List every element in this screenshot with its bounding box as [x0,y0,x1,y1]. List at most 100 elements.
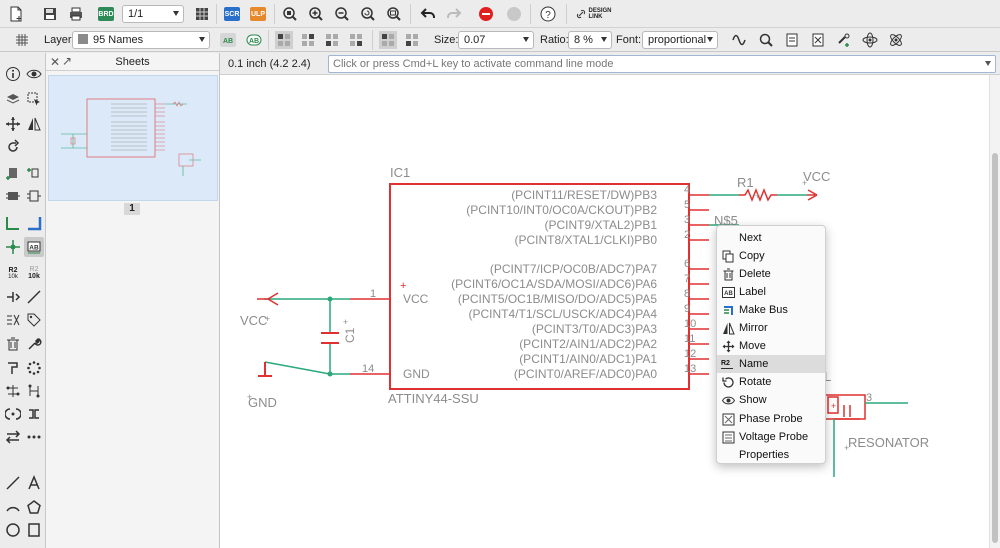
save-icon[interactable] [40,4,60,24]
schematic-canvas[interactable]: IC1 ATTINY44-SSU + (PCINT11/RESET/DW)PB3… [220,75,989,548]
board-switch-button[interactable]: BRD [96,4,116,24]
menu-item-rotate[interactable]: Rotate [717,373,825,391]
wire-icon[interactable] [3,213,23,233]
vertical-scrollbar[interactable] [989,75,1000,548]
menu-item-name[interactable]: R2 Name [717,355,825,373]
menu-item-next[interactable]: Next [717,229,825,247]
vertical-scrollbar-thumb[interactable] [992,153,998,543]
stop-icon[interactable] [476,4,496,24]
size-select[interactable]: 0.07 [458,31,534,49]
eye-icon[interactable] [24,64,44,84]
junction-icon[interactable] [3,237,23,257]
zoom-in-icon[interactable] [306,4,326,24]
rect-tool-icon[interactable] [24,520,44,540]
undock-icon[interactable]: ↗ [62,54,73,68]
anchor-bl-button[interactable] [322,30,342,50]
new-file-icon[interactable] [6,4,26,24]
anchor-br-button[interactable] [346,30,366,50]
font-select[interactable]: proportional [642,31,718,49]
attribute-icon[interactable] [3,310,23,330]
move-tool-icon[interactable] [3,114,23,134]
menu-item-make-bus[interactable]: Make Bus [717,301,825,319]
atom-icon[interactable] [860,30,880,50]
menu-item-phase-probe[interactable]: Phase Probe [717,410,825,428]
arc-tool-icon[interactable] [3,497,23,517]
hook-icon[interactable] [3,358,23,378]
align-grid-a-button[interactable] [378,30,398,50]
close-panel-icon[interactable]: ✕ [50,55,61,69]
tag-icon[interactable] [24,310,44,330]
netlist-icon[interactable] [808,30,828,50]
sine-icon[interactable] [730,30,750,50]
select-icon[interactable] [24,89,44,109]
command-line-input[interactable]: Click or press Cmd+L key to activate com… [328,55,996,73]
page-selector[interactable]: 1/1 [122,5,184,23]
probe-search-icon[interactable] [756,30,776,50]
layer-select[interactable]: 95 Names [72,31,210,49]
undo-icon[interactable] [418,4,438,24]
bus-icon[interactable] [24,213,44,233]
redo-icon[interactable] [444,4,464,24]
name-tool-icon[interactable]: R2 10k [3,263,23,283]
schematic-drawing[interactable]: IC1 ATTINY44-SSU + (PCINT11/RESET/DW)PB3… [220,75,989,548]
wrench-icon[interactable] [24,334,44,354]
dots-line-icon[interactable] [24,427,44,447]
sheet-thumbnail[interactable] [48,75,218,201]
menu-item-label[interactable]: AB Label [717,283,825,301]
line-tool-icon[interactable] [3,473,23,493]
align-center-button[interactable]: AB [244,30,264,50]
ic-pin-number: 11 [684,333,695,345]
trash-icon[interactable] [3,334,23,354]
ratio-select[interactable]: 8 % [568,31,612,49]
mirror-tool-icon[interactable] [24,114,44,134]
layers-icon[interactable] [3,89,23,109]
help-icon[interactable]: ? [538,4,558,24]
script-button[interactable]: SCR [222,4,242,24]
connect-a-icon[interactable] [3,404,23,424]
go-icon[interactable] [504,4,524,24]
arrows-icon[interactable] [3,427,23,447]
design-link-button[interactable]: DESIGN LINK [574,4,614,24]
menu-item-voltage-probe[interactable]: Voltage Probe [717,428,825,446]
dots-circle-icon[interactable] [24,358,44,378]
polygon-tool-icon[interactable] [24,497,44,517]
print-icon[interactable] [66,4,86,24]
zoom-select-icon[interactable] [384,4,404,24]
info-icon[interactable] [3,64,23,84]
sheet-number[interactable]: 1 [124,203,140,215]
add-part-icon[interactable] [3,163,23,183]
route-a-icon[interactable] [3,381,23,401]
table-icon[interactable] [192,4,212,24]
grid-icon[interactable] [12,30,32,50]
zoom-redraw-icon[interactable] [358,4,378,24]
anchor-tr-button[interactable] [298,30,318,50]
menu-item-delete[interactable]: Delete [717,265,825,283]
zoom-fit-icon[interactable] [280,4,300,24]
atom-settings-icon[interactable] [886,30,906,50]
miter-icon[interactable] [24,287,44,307]
add-probe-icon[interactable] [834,30,854,50]
gate-swap-icon[interactable] [3,186,23,206]
menu-item-properties[interactable]: Properties [717,446,825,464]
route-b-icon[interactable] [24,381,44,401]
split-icon[interactable] [3,287,23,307]
menu-item-show[interactable]: Show [717,391,825,409]
gnd-pin-number: 14 [362,363,374,375]
value-tool-icon[interactable]: R2 10k [24,263,44,283]
ulp-button[interactable]: ULP [248,4,268,24]
simulation-icon[interactable] [782,30,802,50]
anchor-tl-button[interactable] [274,30,294,50]
menu-item-mirror[interactable]: Mirror [717,319,825,337]
rotate-tool-icon[interactable] [3,137,23,157]
label-tool-icon[interactable]: AB [24,237,44,257]
zoom-out-icon[interactable] [332,4,352,24]
replace-icon[interactable] [24,163,44,183]
pin-swap-icon[interactable] [24,186,44,206]
text-tool-icon[interactable] [24,473,44,493]
circle-tool-icon[interactable] [3,520,23,540]
menu-item-copy[interactable]: Copy [717,247,825,265]
menu-item-move[interactable]: Move [717,337,825,355]
align-left-button[interactable]: AB [218,30,238,50]
connect-b-icon[interactable] [24,404,44,424]
align-grid-b-button[interactable] [402,30,422,50]
